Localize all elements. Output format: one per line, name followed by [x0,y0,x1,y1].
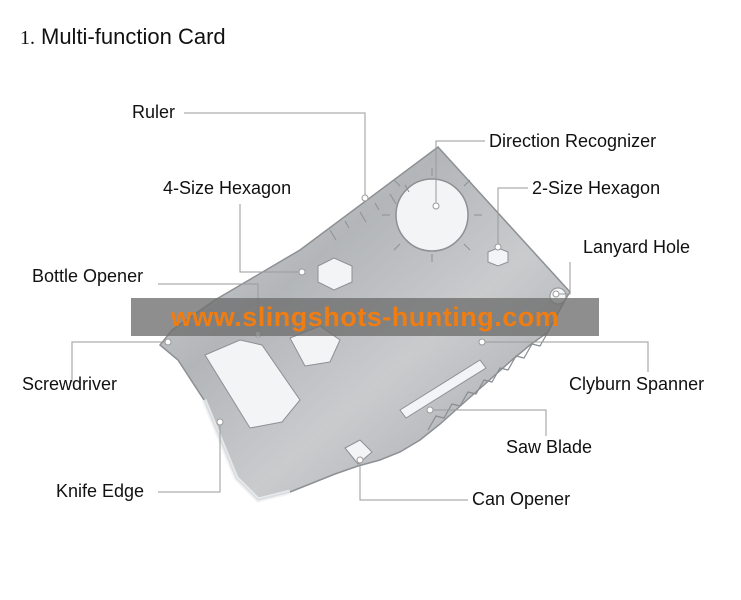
direction-circle [396,179,468,251]
watermark-text: www.slingshots-hunting.com [171,302,559,333]
title-text: Multi-function Card [41,24,226,49]
label-2-size-hexagon: 2-Size Hexagon [532,178,660,199]
label-bottle-opener: Bottle Opener [32,266,143,287]
label-lanyard-hole: Lanyard Hole [583,237,690,258]
watermark-banner: www.slingshots-hunting.com [131,298,599,336]
title-number: 1. [20,27,35,49]
label-screwdriver: Screwdriver [22,374,117,395]
hexagon-cutout-small [488,248,508,266]
page-title: 1. Multi-function Card [20,24,226,50]
label-saw-blade: Saw Blade [506,437,592,458]
label-knife-edge: Knife Edge [56,481,144,502]
label-4-size-hexagon: 4-Size Hexagon [163,178,291,199]
label-ruler: Ruler [132,102,175,123]
label-clyburn-spanner: Clyburn Spanner [569,374,704,395]
label-can-opener: Can Opener [472,489,570,510]
label-direction-recognizer: Direction Recognizer [489,131,656,152]
